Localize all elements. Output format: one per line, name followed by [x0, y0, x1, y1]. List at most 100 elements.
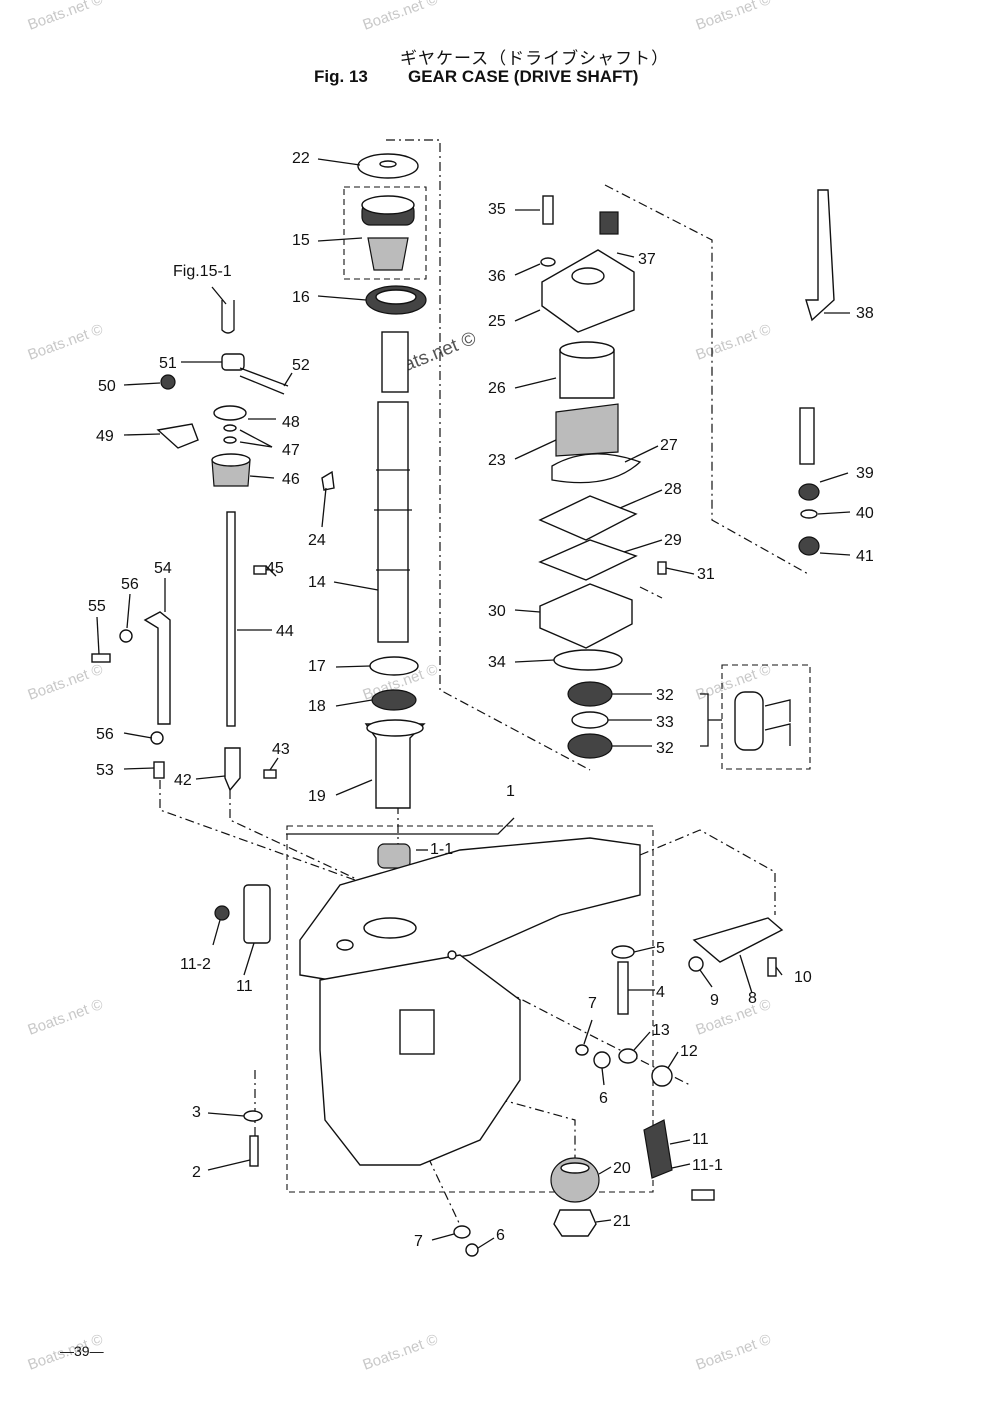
watermark: Boats.net © — [694, 1331, 774, 1374]
label-23: 23 — [488, 452, 506, 469]
spacer-33 — [571, 711, 609, 729]
watermark: Boats.net © — [26, 321, 106, 364]
bolt-53 — [153, 761, 165, 779]
lever-42 — [224, 747, 241, 792]
label-52: 52 — [292, 357, 310, 374]
fig-15-1-ref — [221, 300, 235, 334]
label-6a: 6 — [599, 1090, 608, 1107]
page-number: —39— — [60, 1343, 104, 1359]
washer-7b — [453, 1225, 471, 1239]
figure-reference: Fig.15-1 — [173, 263, 232, 280]
label-36: 36 — [488, 268, 506, 285]
label-6b: 6 — [496, 1227, 505, 1244]
screw-12 — [651, 1065, 673, 1087]
bolt-2 — [249, 1135, 259, 1167]
label-24: 24 — [308, 532, 326, 549]
washer-7a — [575, 1044, 589, 1056]
water-pump-assembly — [538, 195, 791, 759]
label-32a: 32 — [656, 687, 674, 704]
label-4: 4 — [656, 984, 665, 1001]
pin-45 — [253, 565, 267, 575]
watermark: Boats.net © — [26, 0, 106, 34]
water-tube-lower — [799, 407, 815, 465]
label-11b: 11 — [692, 1131, 709, 1148]
label-38: 38 — [856, 305, 874, 322]
label-10: 10 — [794, 969, 812, 986]
watermark: Boats.net © — [26, 996, 106, 1039]
label-9: 9 — [710, 992, 719, 1009]
washer-13 — [618, 1048, 638, 1064]
label-30: 30 — [488, 603, 506, 620]
label-28: 28 — [664, 481, 682, 498]
label-1-1: 1-1 — [430, 841, 453, 858]
bearing-32a — [567, 681, 613, 707]
bolt-11-1 — [691, 1189, 715, 1201]
label-55: 55 — [88, 598, 106, 615]
oring-34 — [553, 649, 623, 671]
label-45: 45 — [266, 560, 284, 577]
bearing-32b — [567, 733, 613, 759]
figure-number: Fig. 13 — [314, 67, 368, 86]
label-17: 17 — [308, 658, 326, 675]
watermark: Boats.net © — [694, 0, 774, 34]
impeller-23 — [555, 403, 619, 457]
label-46: 46 — [282, 471, 300, 488]
gear-case-body — [299, 837, 641, 1166]
washer-36 — [540, 257, 556, 267]
gasket-29 — [538, 539, 638, 581]
drive-shaft-14 — [377, 401, 409, 643]
washer-3 — [243, 1110, 263, 1122]
grommet-39 — [798, 483, 820, 501]
drive-shaft-assembly — [321, 153, 427, 869]
label-49: 49 — [96, 428, 114, 445]
label-41: 41 — [856, 548, 874, 565]
gear-case-lower — [319, 954, 521, 1166]
label-44: 44 — [276, 623, 294, 640]
label-33: 33 — [656, 714, 674, 731]
watermark: Boats.net © — [694, 321, 774, 364]
label-34: 34 — [488, 654, 506, 671]
plate-28 — [538, 495, 638, 541]
clip-56 — [119, 629, 133, 643]
label-29: 29 — [664, 532, 682, 549]
label-5: 5 — [656, 940, 665, 957]
label-56a: 56 — [121, 576, 139, 593]
label-51: 51 — [159, 355, 177, 372]
label-39: 39 — [856, 465, 874, 482]
pump-housing-25 — [541, 249, 635, 333]
label-37: 37 — [638, 251, 656, 268]
oring-48 — [213, 405, 247, 421]
label-12: 12 — [680, 1043, 698, 1060]
water-tube-38 — [805, 189, 835, 322]
clip-9 — [688, 956, 704, 972]
label-31: 31 — [697, 566, 715, 583]
water-tube-assembly — [798, 189, 835, 556]
label-43: 43 — [272, 741, 290, 758]
label-40: 40 — [856, 505, 874, 522]
drive-shaft-top — [381, 331, 409, 393]
label-16: 16 — [292, 289, 310, 306]
label-19: 19 — [308, 788, 326, 805]
label-15: 15 — [292, 232, 310, 249]
watermark: Boats.net © — [694, 996, 774, 1039]
seal-40 — [800, 509, 818, 519]
label-11a: 11 — [236, 978, 253, 995]
label-20: 20 — [613, 1160, 631, 1177]
screw-11-2 — [214, 905, 230, 921]
label-35: 35 — [488, 201, 506, 218]
grommet-37 — [599, 211, 619, 235]
shift-rod-44 — [226, 511, 236, 727]
label-7a: 7 — [588, 995, 597, 1012]
washer-5 — [611, 945, 635, 959]
label-48: 48 — [282, 414, 300, 431]
plate-49 — [156, 423, 199, 449]
label-25: 25 — [488, 313, 506, 330]
anode-11b — [643, 1119, 673, 1179]
label-50: 50 — [98, 378, 116, 395]
bushing-1-1 — [377, 843, 411, 869]
screw-10 — [767, 957, 777, 977]
watermark: Boats.net © — [361, 0, 441, 34]
label-7b: 7 — [414, 1233, 423, 1250]
bearing-inset — [734, 691, 764, 751]
